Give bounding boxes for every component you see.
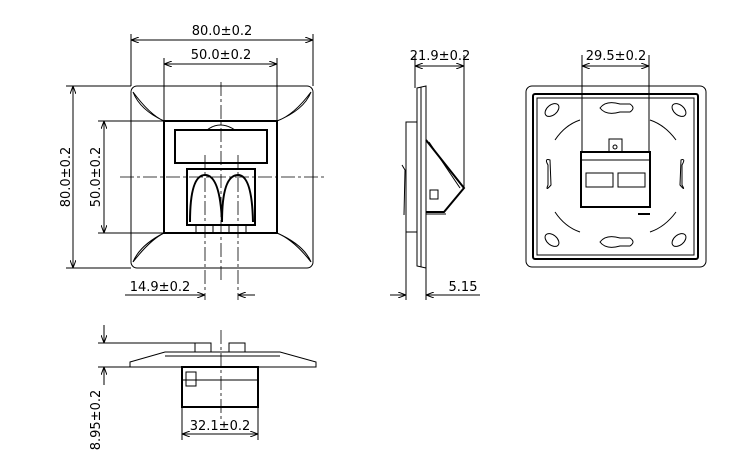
- dim-side-depth: 21.9±0.2: [410, 49, 471, 64]
- dim-back-module-width: 29.5±0.2: [586, 49, 647, 64]
- side-view: 21.9±0.2 5.15: [390, 49, 480, 300]
- back-view: 29.5±0.2: [525, 49, 707, 268]
- bottom-view: 8.95±0.2 32.1±0.2: [89, 325, 317, 451]
- dim-front-inner-width: 50.0±0.2: [191, 48, 252, 63]
- dim-side-plate-thickness: 5.15: [449, 280, 478, 295]
- front-view: 80.0±0.2 50.0±0.2 80.0±0.2 50.0±0.2 14.9…: [59, 24, 325, 300]
- dim-port-pitch: 14.9±0.2: [130, 280, 191, 295]
- dim-bottom-height: 8.95±0.2: [89, 390, 104, 451]
- dim-front-width: 80.0±0.2: [192, 24, 253, 39]
- dim-front-height: 80.0±0.2: [59, 147, 74, 208]
- dim-bottom-module-width: 32.1±0.2: [190, 419, 251, 434]
- dim-front-inner-height: 50.0±0.2: [89, 147, 104, 208]
